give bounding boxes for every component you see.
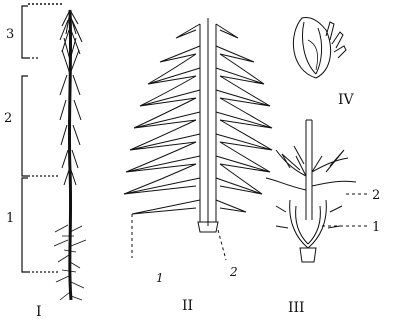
panel-4-capsule bbox=[293, 18, 346, 79]
panel-label-2: II bbox=[182, 298, 193, 314]
panel-1-plant bbox=[28, 4, 86, 300]
bracket-label-2: 2 bbox=[4, 111, 12, 126]
panel-label-4: IV bbox=[338, 92, 355, 108]
panel-1-brackets bbox=[22, 6, 60, 272]
panel-3-callout-1: 1 bbox=[372, 220, 380, 235]
panel-2-shoot bbox=[124, 18, 272, 260]
panel-2-callout-1: 1 bbox=[156, 271, 164, 285]
panel-label-1: I bbox=[36, 304, 42, 320]
bracket-label-3: 3 bbox=[6, 27, 14, 42]
panel-3-callout-2: 2 bbox=[372, 188, 380, 203]
panel-label-3: III bbox=[288, 300, 305, 316]
panel-3-shoot-tip bbox=[266, 120, 368, 262]
panel-2-callout-2: 2 bbox=[229, 265, 238, 279]
bracket-label-1: 1 bbox=[6, 211, 14, 226]
